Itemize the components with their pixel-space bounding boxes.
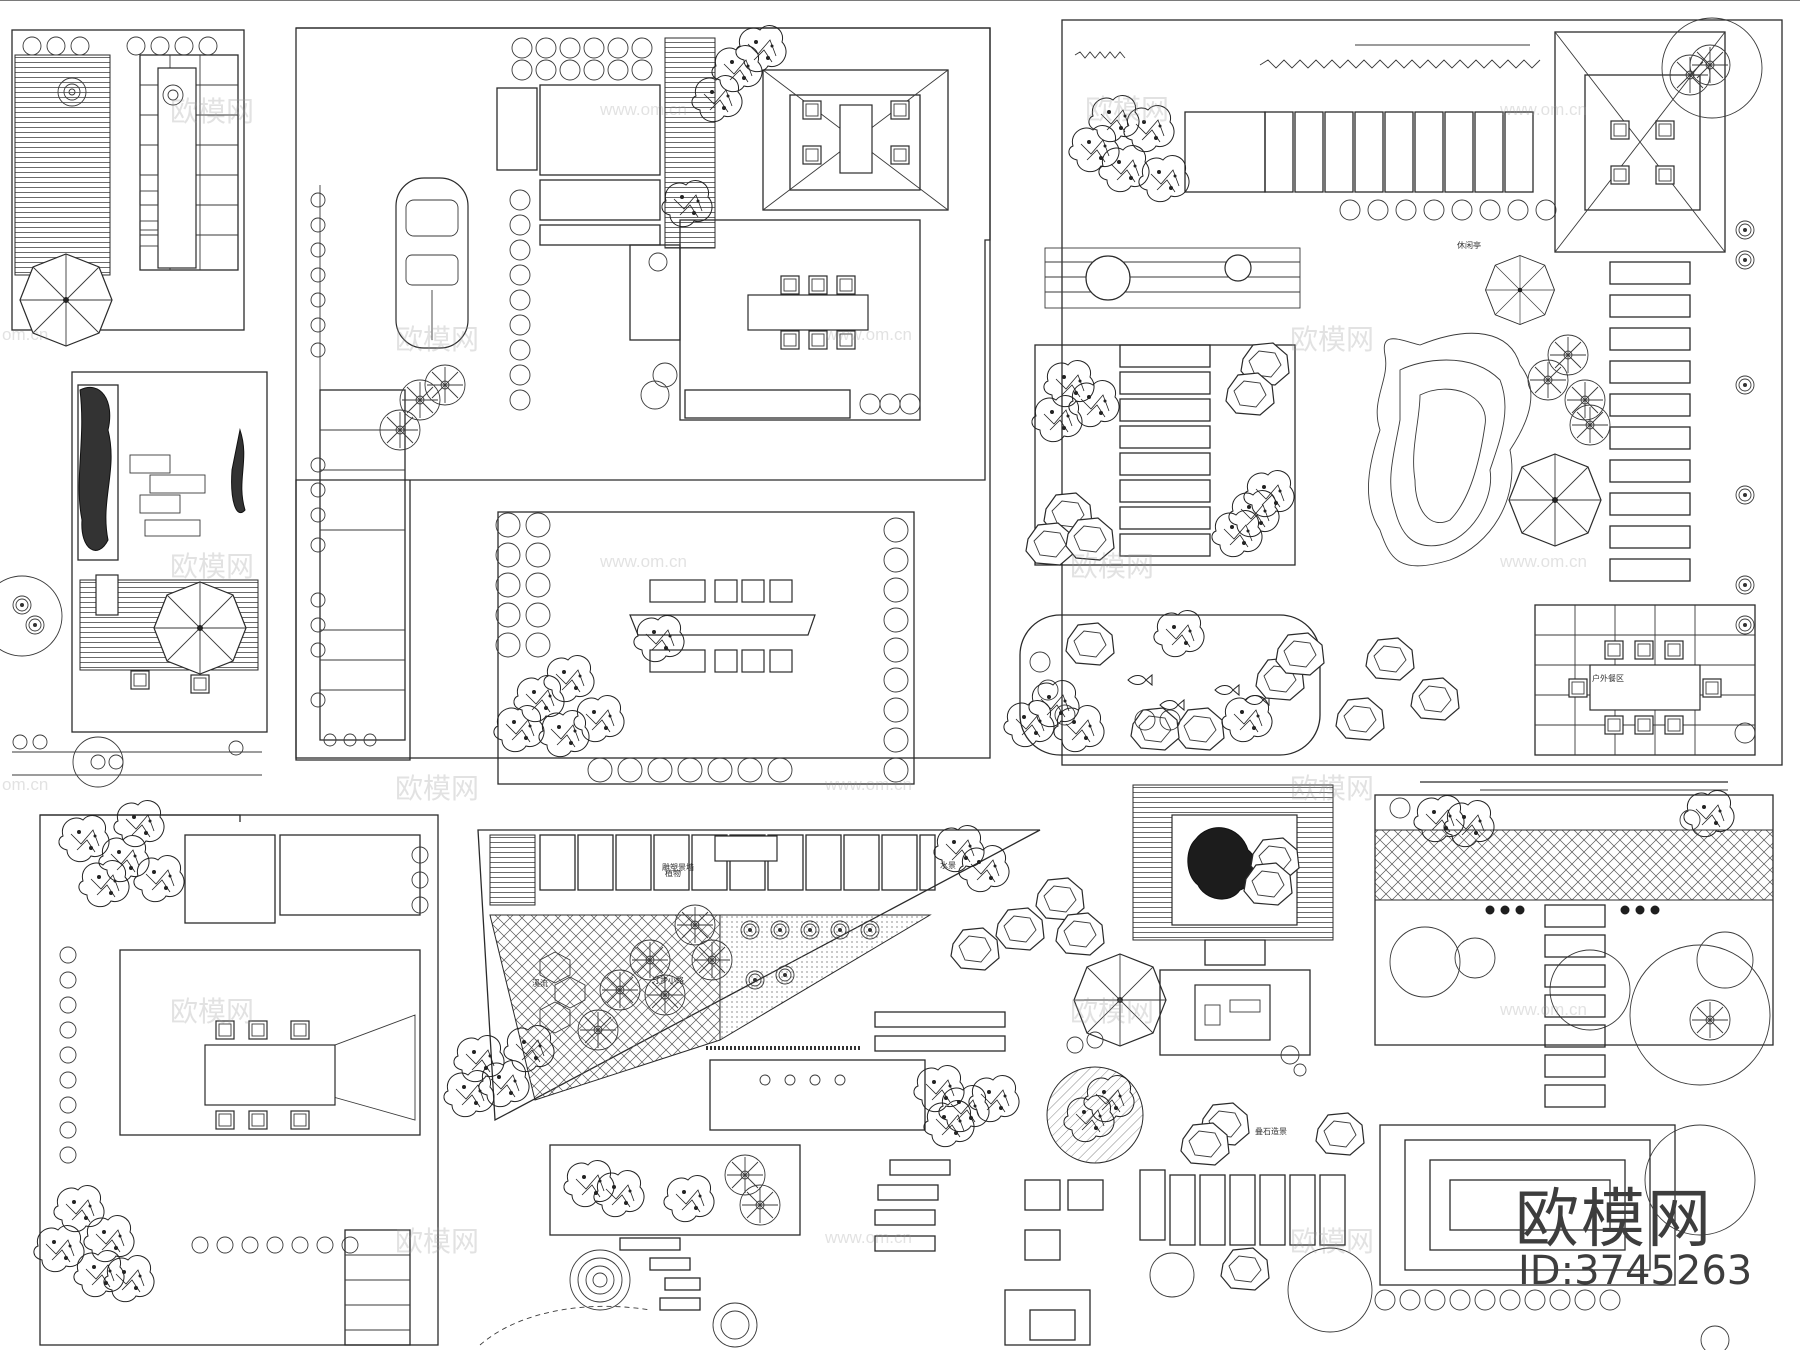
- module-courtyard-car: [295, 25, 991, 761]
- umbrella-icon: [19, 253, 113, 347]
- brand-name: 欧模网: [1515, 1183, 1713, 1257]
- stream-label: 溪流: [532, 979, 548, 988]
- water-label: 水景: [940, 861, 956, 870]
- brand-id: ID:3745263: [1518, 1248, 1753, 1294]
- car-icon: [395, 177, 469, 349]
- module-terrace: [0, 371, 268, 788]
- wall-label: 雕塑景墙: [662, 863, 694, 872]
- module-pebble-court: [493, 511, 915, 785]
- umbrella-icon: [1508, 453, 1602, 547]
- fish-icon: [1127, 674, 1153, 686]
- module-lower-house: [33, 800, 439, 1346]
- plant-label: 植物: [665, 869, 681, 878]
- dining-label: 户外餐区: [1592, 674, 1624, 683]
- module-pond-garden: [1003, 17, 1783, 766]
- module-lawn-garden: [1374, 781, 1774, 1350]
- umbrella-icon: [153, 581, 247, 675]
- pavilion-icon: [762, 69, 949, 211]
- rock-label: 叠石造景: [1255, 1127, 1287, 1136]
- pavilion-icon: [1554, 31, 1726, 253]
- module-triangle-garden: [443, 825, 1041, 1348]
- module-rock-garden: [950, 784, 1373, 1346]
- umbrella-icon: [1073, 953, 1167, 1047]
- path-label: 汀步小路: [652, 976, 684, 985]
- table-set-icon: [1568, 640, 1722, 735]
- module-deck-garden: [11, 29, 245, 347]
- table-set-icon: [747, 275, 869, 350]
- pavilion-label: 休闲亭: [1457, 241, 1481, 250]
